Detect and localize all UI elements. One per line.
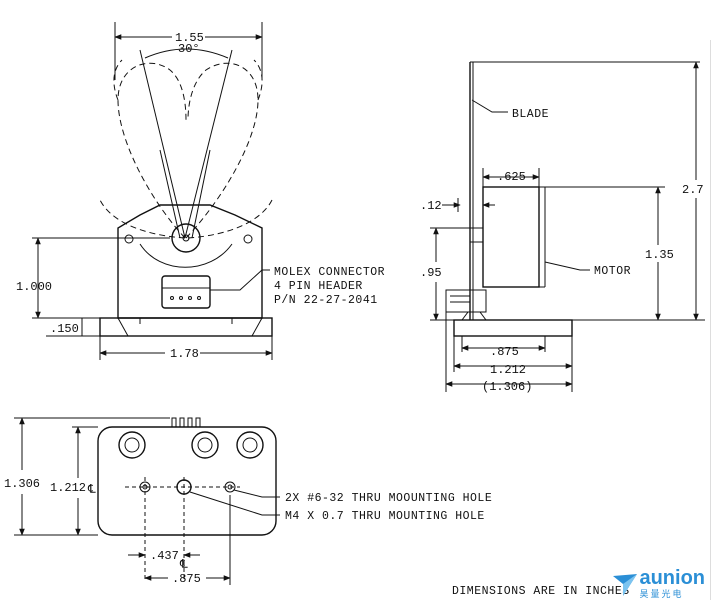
dim-27: 2.7 (665, 61, 705, 321)
label-1306-bottom: 1.306 (4, 477, 40, 491)
label-angle: 30° (178, 42, 200, 56)
dim-875-bottom: .875 (144, 495, 231, 586)
blade-label: BLADE (512, 108, 549, 121)
dim-angle: 30° (144, 42, 229, 59)
dim-1306-bottom: 1.306 (4, 417, 170, 536)
label-height: 1.000 (16, 280, 52, 294)
label-width-top: 1.55 (175, 31, 204, 45)
label-875-bottom: .875 (172, 572, 201, 586)
logo-text: aunion (639, 567, 705, 589)
dim-base-thickness: .150 (46, 318, 100, 337)
blade (139, 49, 233, 239)
units-note: DIMENSIONS ARE IN INCHES (452, 585, 630, 598)
label-1306-side: (1.306) (482, 380, 532, 394)
label-1212-bottom: 1.212 (50, 481, 86, 495)
bottom-view: 2X #6-32 THRU MOOUNTING HOLE M4 X 0.7 TH… (4, 417, 492, 586)
centerline-symbol-2: ℄ (179, 558, 188, 572)
label-1212-side: 1.212 (490, 363, 526, 377)
dim-base-width: 1.78 (99, 336, 273, 361)
connector-note-line-2: 4 PIN HEADER (274, 280, 363, 293)
motor-label: MOTOR (594, 265, 631, 278)
dim-95: .95 (420, 227, 470, 321)
logo-wing-icon (613, 573, 638, 596)
side-base (445, 289, 573, 337)
dim-width-top: 1.55 (114, 22, 263, 80)
connector-note-line-3: P/N 22-27-2041 (274, 294, 378, 307)
label-27: 2.7 (682, 183, 704, 197)
logo-subtext: 昊量光电 (639, 590, 684, 600)
hole-leaders: 2X #6-32 THRU MOOUNTING HOLE M4 X 0.7 TH… (189, 489, 492, 523)
dim-625: .625 (482, 168, 540, 187)
side-blade: BLADE (469, 61, 700, 320)
label-base-width: 1.78 (170, 347, 199, 361)
label-95: .95 (420, 266, 442, 280)
label-625: .625 (497, 170, 526, 184)
connector-note-line-1: MOLEX CONNECTOR (274, 266, 385, 279)
aunion-logo: aunion 昊量光电 (611, 567, 705, 600)
blade-swept-outline (99, 59, 273, 239)
hole-note-2: M4 X 0.7 THRU MOUNTING HOLE (285, 510, 485, 523)
bottom-body (97, 417, 277, 580)
label-135: 1.35 (645, 248, 674, 262)
dim-height: 1.000 (16, 237, 170, 319)
dim-12: .12 (420, 198, 495, 213)
frame-edge (710, 40, 711, 600)
label-875-side: .875 (490, 345, 519, 359)
label-base-thickness: .150 (50, 322, 79, 336)
label-437: .437 (150, 549, 179, 563)
front-body (99, 204, 273, 337)
hole-note-1: 2X #6-32 THRU MOOUNTING HOLE (285, 492, 492, 505)
side-motor: MOTOR (469, 186, 631, 288)
front-view: 1.55 30° (16, 22, 385, 361)
dim-135: 1.35 (545, 186, 674, 321)
dim-1212-bottom: 1.212 ℄ (50, 426, 98, 536)
dim-bottom-stack: .875 1.212 (1.306) (445, 312, 573, 394)
side-view: BLADE MOTOR .625 (420, 61, 705, 394)
centerline-symbol-1: ℄ (87, 483, 96, 497)
connector-leader: MOLEX CONNECTOR 4 PIN HEADER P/N 22-27-2… (210, 266, 385, 307)
label-12: .12 (420, 199, 442, 213)
dim-437: .437 ℄ (128, 549, 200, 572)
